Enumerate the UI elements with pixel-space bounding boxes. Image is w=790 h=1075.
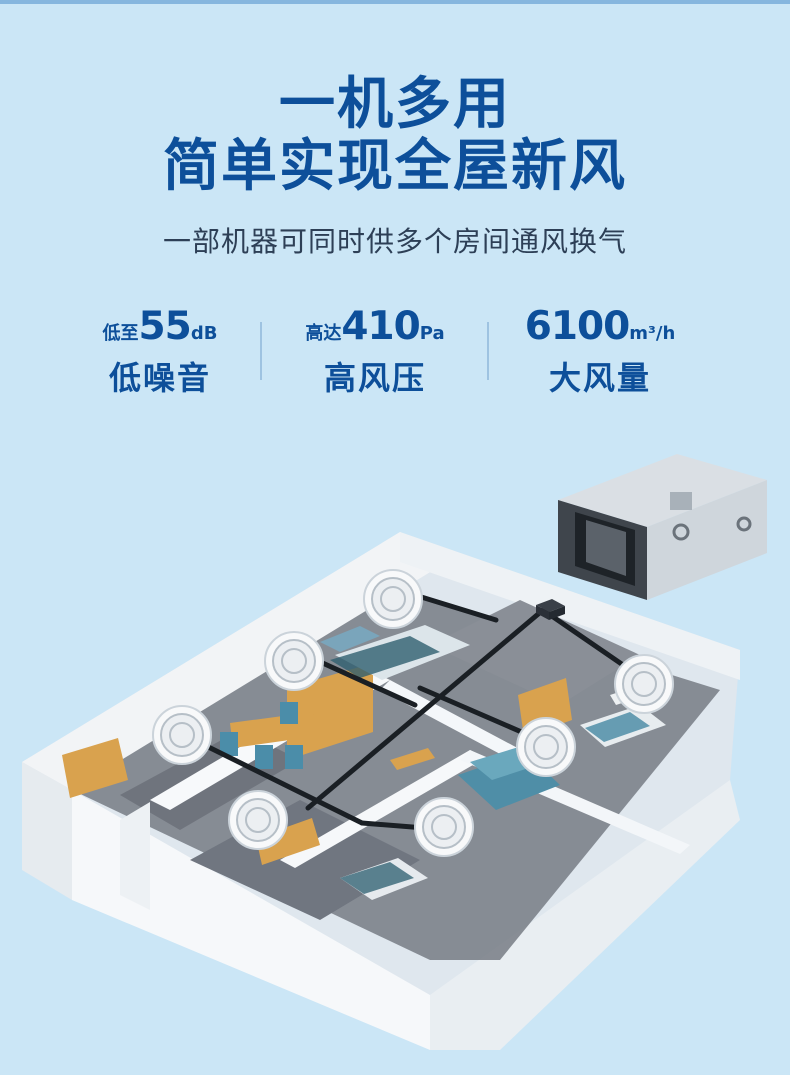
- stat-divider-2: [487, 322, 489, 380]
- chair-2: [255, 745, 273, 769]
- headline-line-1: 一机多用: [279, 72, 511, 137]
- ceiling-vents: [152, 569, 674, 857]
- stat-low-noise: 低至55dB 低噪音: [45, 304, 275, 399]
- bed-bottom-cover: [340, 862, 414, 894]
- unit-inner-panel: [586, 520, 626, 576]
- vent-4-core: [631, 671, 657, 697]
- bed-left-head: [320, 626, 380, 652]
- vent-5-inner: [524, 725, 568, 769]
- chair-3: [285, 745, 303, 769]
- stat-low-noise-prefix: 低至: [102, 323, 139, 344]
- stat-high-pressure-label: 高风压: [323, 359, 426, 397]
- outer-walls: [22, 532, 740, 1050]
- ceiling-vent-icon: [264, 631, 324, 691]
- vent-3-inner: [160, 713, 204, 757]
- wall-front-right: [430, 780, 740, 1050]
- stat-low-noise-value-row: 低至55dB: [45, 304, 275, 349]
- unit-panel-label: [670, 492, 692, 510]
- unit-handle-right: [736, 516, 752, 532]
- wall-back-right: [400, 532, 740, 680]
- unit-top: [558, 454, 767, 527]
- stat-large-airflow-unit: m³/h: [629, 323, 676, 344]
- ventilation-unit-icon: [558, 454, 767, 600]
- duct-junction: [536, 599, 565, 620]
- cabinet-left: [62, 738, 128, 798]
- vent-7-core: [431, 814, 457, 840]
- wall-left-face: [22, 762, 72, 900]
- wardrobe-bottom: [256, 818, 320, 865]
- stat-low-noise-label: 低噪音: [108, 359, 211, 397]
- vent-1-core: [380, 586, 406, 612]
- interior-wall-b: [380, 680, 540, 770]
- vent-2-core: [281, 648, 307, 674]
- vent-7-inner: [422, 805, 466, 849]
- stat-divider-1: [260, 322, 262, 380]
- chair-4: [280, 702, 298, 724]
- vent-2-inner: [272, 639, 316, 683]
- junction-box-left: [536, 605, 549, 620]
- interior-wall-e: [120, 802, 150, 910]
- unit-handle-left: [672, 523, 690, 541]
- stat-low-noise-unit: dB: [190, 323, 218, 344]
- interior-wall-c: [280, 750, 485, 868]
- vent-1-inner: [371, 577, 415, 621]
- vent-3-core: [169, 722, 195, 748]
- chair-1: [220, 732, 238, 756]
- stat-high-pressure-value-row: 高达410Pa: [260, 304, 490, 349]
- stat-large-airflow: 6100m³/h 大风量: [485, 304, 715, 399]
- ceiling-vent-icon: [414, 797, 474, 857]
- duct-c: [305, 607, 546, 811]
- ceiling-vent-icon: [516, 717, 576, 777]
- wall-back-left: [22, 532, 450, 790]
- subtitle: 一部机器可同时供多个房间通风换气: [162, 225, 627, 258]
- junction-box-right: [549, 606, 565, 620]
- vent-6-inner: [236, 798, 280, 842]
- stat-large-airflow-label: 大风量: [548, 359, 651, 397]
- bed-left-cover: [330, 636, 440, 678]
- unit-right-face: [647, 480, 767, 600]
- ceiling-vent-icon: [614, 654, 674, 714]
- stat-high-pressure-prefix: 高达: [305, 323, 342, 344]
- duct-g: [417, 685, 543, 743]
- stat-high-pressure-unit: Pa: [419, 323, 445, 344]
- floor-room-top-right: [430, 600, 640, 705]
- coffee-table: [390, 748, 435, 770]
- headline-line-2: 简单实现全屋新风: [163, 134, 627, 199]
- vent-5-core: [533, 734, 559, 760]
- bed-right-cover: [585, 712, 650, 742]
- stat-high-pressure-value: 410: [341, 304, 420, 349]
- wall-front-left: [72, 790, 430, 1050]
- stat-low-noise-value: 55: [138, 304, 192, 349]
- stat-large-airflow-value: 6100: [524, 304, 631, 349]
- ceiling-vent-icon: [228, 790, 288, 850]
- apartment-cutaway-illustration: [22, 454, 767, 1050]
- ceiling-vent-icon: [152, 705, 212, 765]
- vent-6-core: [245, 807, 271, 833]
- junction-box-top: [536, 599, 565, 612]
- ceiling-vent-icon: [363, 569, 423, 629]
- top-accent-bar: [0, 0, 790, 4]
- stat-large-airflow-value-row: 6100m³/h: [485, 304, 715, 349]
- stat-high-pressure: 高达410Pa 高风压: [260, 304, 490, 399]
- vent-4-inner: [622, 662, 666, 706]
